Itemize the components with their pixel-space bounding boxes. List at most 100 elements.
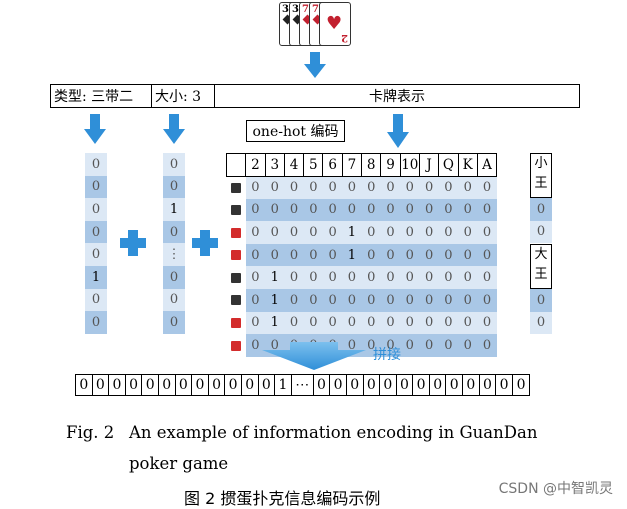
table-cell: 0: [303, 243, 323, 267]
big-joker-column: 大 王 0 0: [530, 244, 552, 335]
table-cell: 0: [265, 243, 285, 267]
heart-icon: ♥: [326, 13, 343, 34]
table-cell: 0: [477, 198, 497, 222]
table-cell: 0: [438, 176, 459, 199]
table-cell: 0: [245, 289, 266, 312]
table-cell: 0: [342, 289, 362, 312]
small-joker-value: 0: [530, 220, 552, 244]
table-cell: 0: [245, 334, 266, 357]
suit-cell: [226, 198, 246, 222]
table-cell: 0: [361, 221, 381, 244]
concat-label: 拼接: [373, 347, 401, 363]
table-cell: 0: [400, 289, 420, 312]
table-cell: 0: [458, 311, 478, 335]
suit-cell: [226, 311, 246, 335]
table-cell: 0: [380, 289, 401, 312]
suit-cell: [226, 243, 246, 267]
table-cell: 0: [303, 198, 323, 222]
column-header: K: [457, 153, 478, 177]
table-cell: 0: [419, 198, 439, 222]
table-cell: 0: [284, 198, 304, 222]
table-cell: 0: [438, 311, 459, 335]
column-header: 9: [380, 153, 401, 177]
table-cell: 0: [245, 221, 266, 244]
down-arrow-icon: [163, 114, 185, 144]
table-cell: 0: [361, 198, 381, 222]
column-header: 8: [361, 153, 382, 177]
table-cell: 0: [303, 289, 323, 312]
table-cell: 0: [419, 334, 439, 357]
table-cell: 1: [342, 243, 362, 267]
vector-cell: ⋮: [163, 243, 185, 266]
caption-zh: 图 2 掼蛋扑克信息编码示例: [184, 489, 381, 508]
big-joker-label-1: 大: [534, 247, 548, 262]
table-cell: 0: [380, 311, 401, 335]
vector-cell: 1: [85, 265, 107, 289]
big-joker-label: 大 王: [530, 244, 552, 289]
down-arrow-icon: [304, 52, 326, 78]
table-cell: 0: [438, 198, 459, 222]
type-label: 类型: 三带二: [51, 85, 152, 107]
playing-cards: 3 3 7 7 ♥ 2: [279, 2, 353, 48]
table-cell: 0: [477, 243, 497, 267]
output-cell: 0: [330, 375, 347, 395]
table-cell: 0: [458, 289, 478, 312]
table-cell: 0: [400, 266, 420, 290]
column-header: 2: [245, 153, 266, 177]
table-cell: 0: [380, 221, 401, 244]
big-joker-value: 0: [530, 311, 552, 335]
table-cell: 0: [284, 311, 304, 335]
vector-cell: 0: [85, 198, 107, 221]
output-cell: 0: [142, 375, 159, 395]
column-header: Q: [438, 153, 459, 177]
table-cell: 0: [419, 311, 439, 335]
output-cell: 0: [413, 375, 430, 395]
table-cell: 0: [438, 243, 459, 267]
output-cell: 0: [380, 375, 397, 395]
table-cell: 0: [361, 176, 381, 199]
table-cell: 0: [265, 198, 285, 222]
table-cell: 0: [419, 176, 439, 199]
column-header: 5: [303, 153, 324, 177]
table-cell: 0: [322, 266, 343, 290]
size-label: 大小: 3: [152, 85, 215, 107]
table-cell: 0: [458, 266, 478, 290]
small-joker-column: 小 王 0 0: [530, 153, 552, 244]
table-cell: 0: [361, 334, 381, 357]
small-joker-label-2: 王: [534, 176, 548, 191]
small-joker-label: 小 王: [530, 153, 552, 198]
suit-icon: [231, 204, 242, 215]
table-cell: 0: [361, 266, 381, 290]
table-cell: 0: [400, 334, 420, 357]
concat-arrow-icon: [262, 342, 366, 370]
vector-cell: 0: [163, 175, 185, 199]
table-cell: 0: [265, 221, 285, 244]
table-cell: 1: [265, 311, 285, 335]
table-cell: 0: [284, 289, 304, 312]
suit-icon: [231, 227, 242, 238]
watermark: CSDN @中智凯灵: [498, 481, 613, 497]
column-header: A: [476, 153, 498, 177]
big-joker-label-2: 王: [534, 267, 548, 282]
table-cell: 0: [419, 266, 439, 290]
table-cell: 0: [342, 198, 362, 222]
table-cell: 0: [477, 266, 497, 290]
column-header: 3: [264, 153, 285, 177]
output-cell: 0: [76, 375, 93, 395]
plus-icon: [120, 230, 146, 256]
table-cell: 0: [458, 334, 478, 357]
table-cell: 1: [342, 221, 362, 244]
suit-icon: [231, 182, 242, 193]
table-cell: 0: [361, 289, 381, 312]
table-cell: 0: [477, 176, 497, 199]
column-header: J: [418, 153, 440, 177]
big-joker-value: 0: [530, 289, 552, 312]
output-cell: 0: [225, 375, 242, 395]
column-header: 4: [283, 153, 305, 177]
table-cell: 0: [458, 198, 478, 222]
